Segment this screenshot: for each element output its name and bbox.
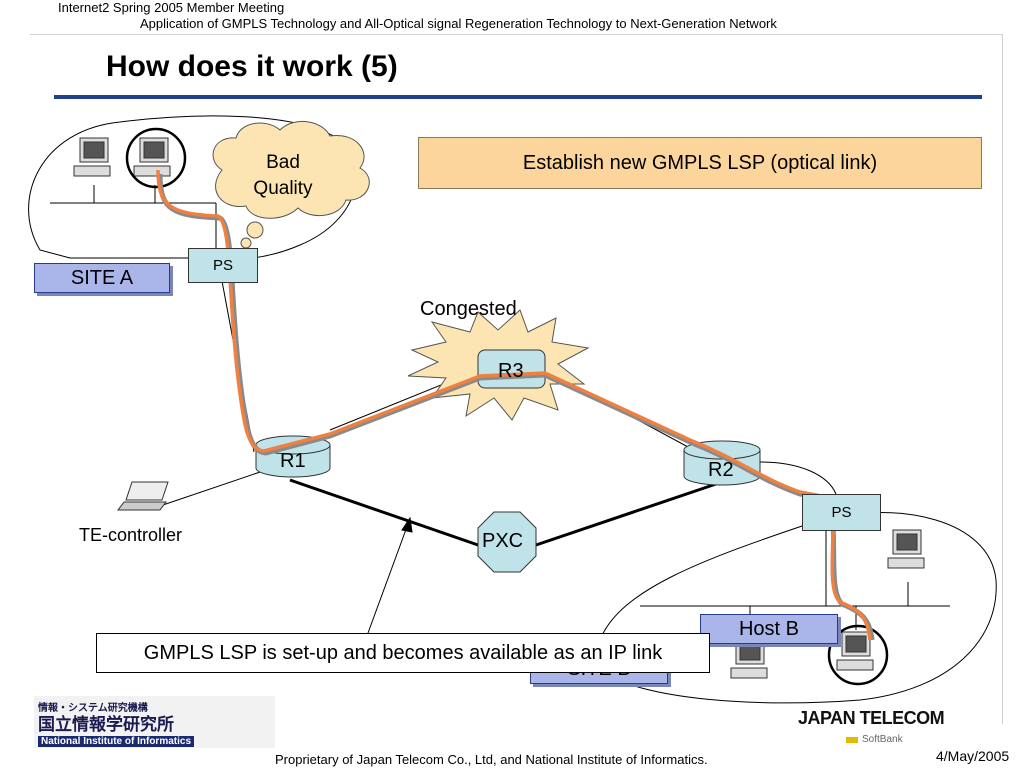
optical-links xyxy=(289,478,717,547)
laptop-icon xyxy=(117,481,169,511)
softbank-logo: SoftBank xyxy=(862,734,903,745)
computer-icon xyxy=(730,639,768,679)
host-b-highlight xyxy=(827,624,889,686)
footer-date: 4/May/2005 xyxy=(936,748,1010,764)
lsp-available-callout: GMPLS LSP is set-up and becomes availabl… xyxy=(96,633,710,673)
router-r1-label: R1 xyxy=(280,450,306,472)
event-header: Internet2 Spring 2005 Member Meeting xyxy=(58,0,285,15)
slide-title: How does it work (5) xyxy=(106,50,398,83)
cloud-line-2: Quality xyxy=(253,178,313,199)
japan-telecom-logo: JAPAN TELECOM xyxy=(798,708,945,728)
packet-switch-b: PS xyxy=(802,494,881,531)
packet-switch-a: PS xyxy=(188,248,258,283)
host-a-highlight xyxy=(125,127,187,189)
congested-label: Congested xyxy=(420,298,517,320)
thought-bubble xyxy=(246,221,264,239)
computer-icon xyxy=(887,529,925,569)
slide-frame-top xyxy=(30,34,1003,35)
presentation-subtitle: Application of GMPLS Technology and All-… xyxy=(140,16,777,31)
nii-logo-line-3: National Institute of Informatics xyxy=(38,736,195,747)
computer-icon xyxy=(133,137,171,177)
host-b-label: Host B xyxy=(700,614,838,644)
thought-bubble xyxy=(240,237,252,249)
nii-logo-line-1: 情報・システム研究機構 xyxy=(38,703,148,714)
te-controller-label: TE-controller xyxy=(79,525,183,545)
establish-lsp-callout: Establish new GMPLS LSP (optical link) xyxy=(418,137,982,189)
cloud-line-1: Bad xyxy=(266,152,300,173)
softbank-mark-icon xyxy=(846,737,858,743)
router-r3-label: R3 xyxy=(498,360,524,382)
title-rule xyxy=(54,95,982,99)
pxc-node xyxy=(477,511,537,573)
slide-frame-right xyxy=(1002,34,1003,724)
lan-a xyxy=(50,185,217,248)
pxc-label: PXC xyxy=(482,530,524,552)
computer-icon xyxy=(836,631,874,671)
router-r2-label: R2 xyxy=(708,459,734,481)
lsp-path xyxy=(156,169,872,641)
computer-icon xyxy=(73,137,111,177)
bad-quality-label: Bad Quality xyxy=(232,150,334,202)
annotation-arrow xyxy=(367,516,413,634)
site-b-boundary xyxy=(599,512,997,704)
site-a-label: SITE A xyxy=(34,263,170,293)
bad-quality-cloud xyxy=(212,120,370,219)
nii-logo-line-2: 国立情報学研究所 xyxy=(38,715,174,734)
footer-copyright: Proprietary of Japan Telecom Co., Ltd, a… xyxy=(275,752,708,767)
